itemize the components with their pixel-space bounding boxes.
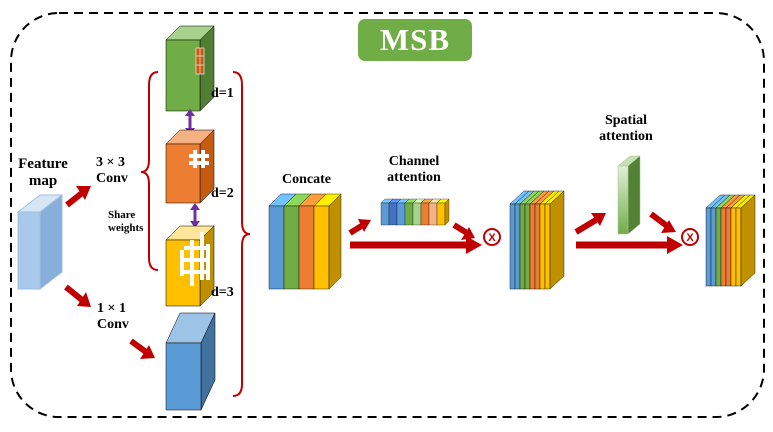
arrow-to-conv3: [65, 186, 91, 208]
conv-block-d1: [165, 25, 215, 112]
vector-cell: [412, 202, 422, 226]
channel-weighted-stack: [509, 190, 565, 290]
multiply-symbol: X: [686, 232, 694, 244]
arrow-to-conv1: [64, 284, 91, 307]
multiply-circle-icon: X: [483, 228, 501, 246]
channel-attention-vector: [380, 198, 450, 226]
vector-cell: [436, 202, 446, 226]
slab-front: [519, 203, 526, 290]
dilation-2-label: d=2: [211, 186, 234, 201]
vector-cell: [396, 202, 406, 226]
slab-front: [725, 207, 732, 287]
conv3-text: 3 × 3 Conv: [96, 155, 128, 187]
share-weights-arrow-icon-2: [190, 203, 200, 228]
slab-front: [730, 207, 737, 287]
spatial-attention-label: Spatial attention: [588, 113, 664, 145]
multiply-circle-icon-2: X: [681, 228, 699, 246]
share-weights-text: Share weights: [108, 209, 144, 234]
slab-side: [328, 193, 342, 290]
vector-cell: [420, 202, 430, 226]
arrow-into-conv1: [129, 338, 155, 359]
arrow-concat-to-multiply: [350, 236, 482, 254]
concat-stack: [268, 193, 342, 290]
slab-front: [298, 205, 315, 290]
slab-front: [735, 207, 742, 287]
arrow-to-channel-attention: [348, 219, 371, 236]
slab-front: [514, 203, 521, 290]
slab-front: [710, 207, 717, 287]
slab-front: [529, 203, 536, 290]
output-stack: [705, 194, 756, 287]
right-brace: [232, 71, 251, 397]
slab-front: [705, 207, 712, 287]
slab-side: [549, 190, 565, 290]
channel-attention-text: Channel attention: [387, 154, 441, 186]
slab-front: [268, 205, 285, 290]
slab-front: [544, 203, 551, 290]
dilation-1-label: d=1: [211, 86, 234, 101]
vector-cell: [388, 202, 398, 226]
conv-block-1x1: [165, 312, 216, 411]
feature-map-label: Feature map: [14, 156, 72, 191]
arrow-to-spatial-attention: [574, 213, 606, 235]
multiply-symbol: X: [488, 232, 496, 244]
slab-side: [740, 194, 756, 287]
vector-cell: [404, 202, 414, 226]
slab-front: [524, 203, 531, 290]
arrow-mid-to-multiply: [576, 236, 683, 254]
slab-front: [509, 203, 516, 290]
vector-cell: [428, 202, 438, 226]
conv3-label: 3 × 3 Conv: [96, 155, 128, 187]
left-brace: [140, 71, 159, 271]
vector-cell: [380, 202, 390, 226]
slab-front: [313, 205, 330, 290]
spatial-attention-map: [617, 155, 641, 235]
dilation-3-label: d=3: [211, 285, 234, 300]
arrow-channel-to-multiply: [452, 222, 475, 240]
vector-side: [444, 198, 450, 226]
module-title: MSB: [358, 19, 472, 61]
share-weights-label: Share weights: [108, 209, 143, 234]
slab-front: [534, 203, 541, 290]
slab-front: [283, 205, 300, 290]
slab-front: [539, 203, 546, 290]
slab-front: [720, 207, 727, 287]
concate-label: Concate: [282, 172, 331, 187]
spatial-attention-text: Spatial attention: [599, 113, 653, 145]
slab-front: [715, 207, 722, 287]
conv1-label: 1 × 1 Conv: [97, 301, 129, 333]
module-border: [10, 12, 765, 418]
conv-block-d2: [165, 129, 215, 204]
channel-attention-label: Channel attention: [374, 154, 454, 186]
feature-map-text: Feature map: [18, 156, 68, 190]
feature-map-block: [16, 193, 64, 291]
conv-block-d3: [165, 225, 215, 307]
conv1-text: 1 × 1 Conv: [97, 301, 129, 333]
arrow-spatial-to-multiply: [649, 211, 676, 233]
